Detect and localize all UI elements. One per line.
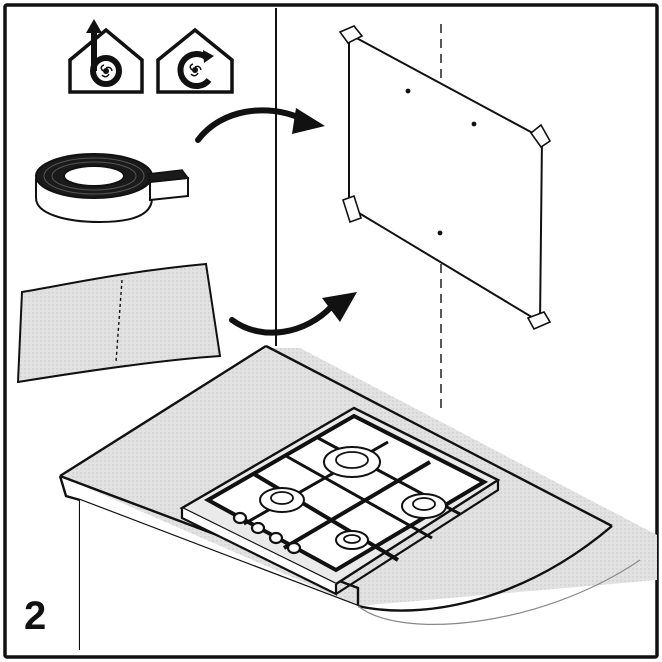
house-ducted-extraction-icon <box>68 19 144 94</box>
burner-small <box>335 530 369 550</box>
hob-control-knobs <box>232 511 302 555</box>
knob-3 <box>268 531 284 545</box>
protective-paper-sheet <box>16 262 222 384</box>
frame-border <box>3 3 659 659</box>
hob-grate-divider-2 <box>285 454 433 540</box>
gas-hob <box>179 406 501 596</box>
wall-template-sheet <box>338 25 552 331</box>
knob-2 <box>250 521 266 535</box>
tape-piece-bottom-right <box>526 311 552 331</box>
knob-1 <box>232 511 248 525</box>
burner-right <box>401 493 447 519</box>
arrow-tape-to-wall <box>195 107 325 143</box>
tape-piece-right-upper <box>529 123 552 149</box>
paper-fold-line <box>115 279 123 363</box>
knob-4 <box>286 541 302 555</box>
house-recirculation-icon <box>156 27 234 94</box>
drill-mark-3 <box>437 230 443 236</box>
hob-grate-divider-4 <box>282 460 432 550</box>
arrow-paper-to-wall <box>229 292 357 336</box>
tape-piece-top-left <box>338 25 364 45</box>
tape-piece-left-lower <box>342 194 362 224</box>
adhesive-tape-roll <box>35 153 190 224</box>
burner-left <box>259 487 305 513</box>
step-number: 2 <box>24 594 47 638</box>
drill-mark-1 <box>405 88 411 94</box>
drill-mark-2 <box>471 121 477 127</box>
burner-large <box>323 446 381 478</box>
kitchen-worktop <box>58 344 657 650</box>
